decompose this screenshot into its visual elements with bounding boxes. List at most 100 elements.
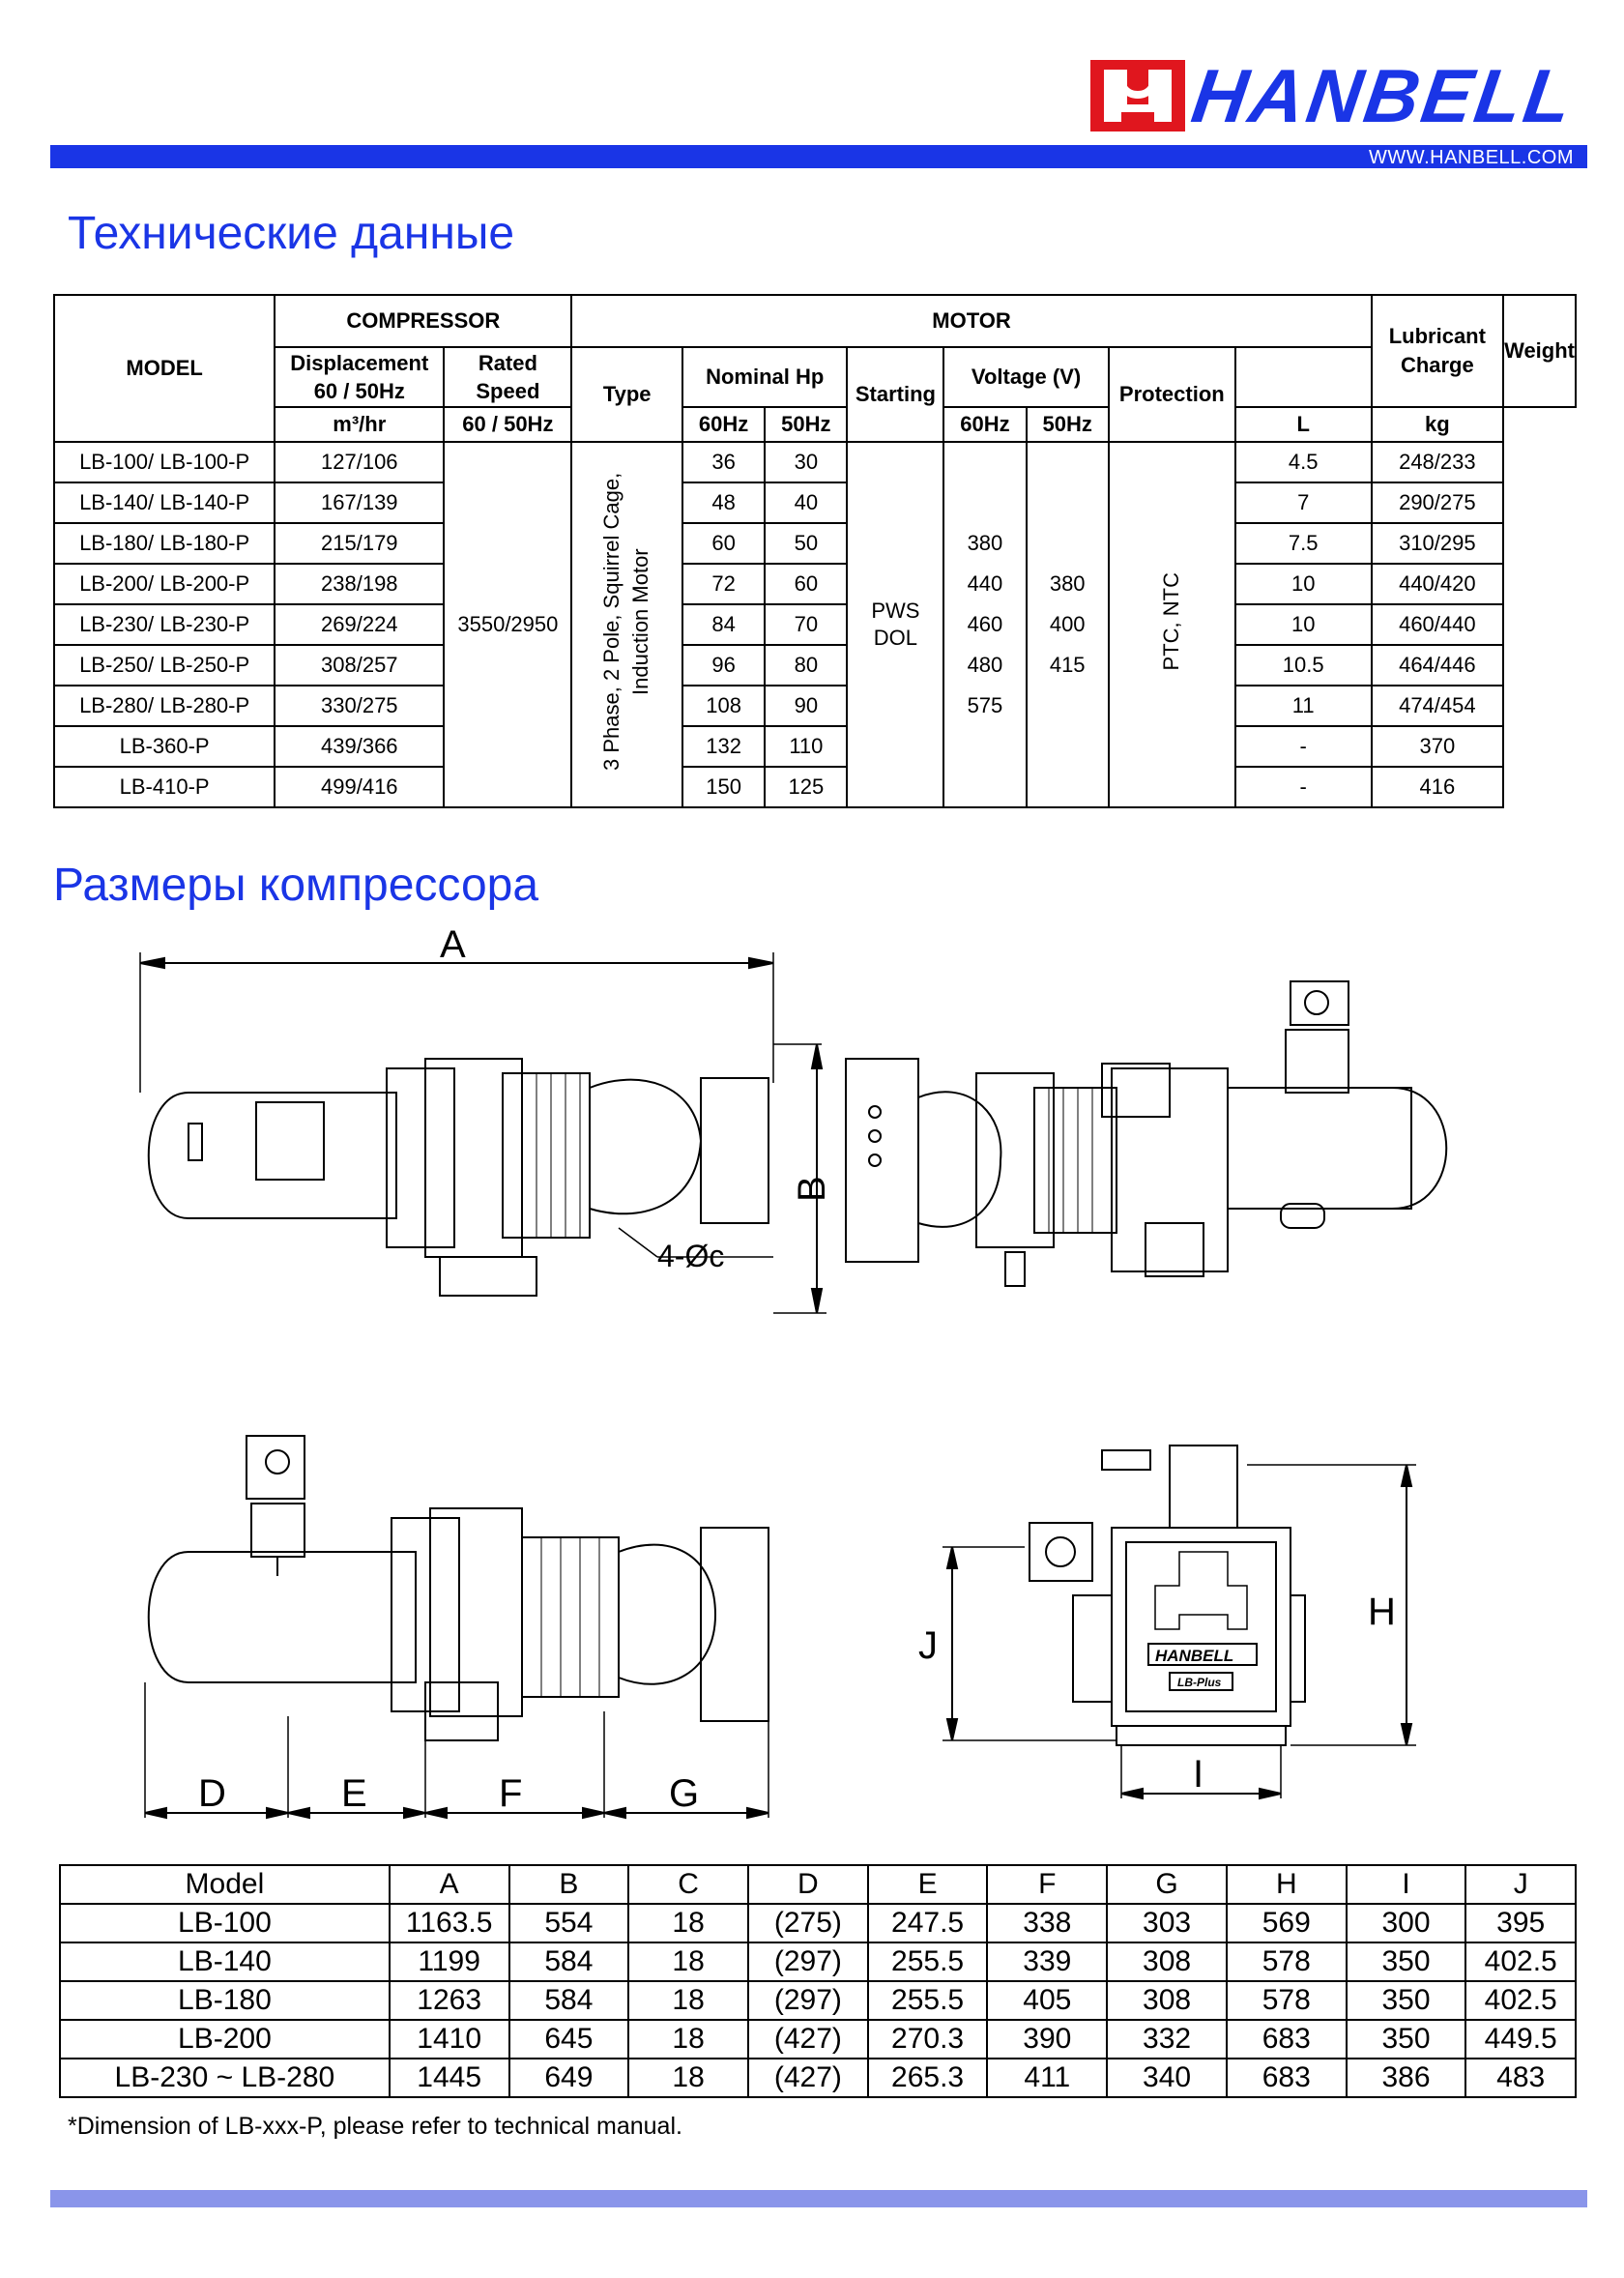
lubricant-cell: 10.5 xyxy=(1233,644,1373,686)
hp-50-cell: 40 xyxy=(764,482,849,524)
protection-cell: PTC, NTC xyxy=(1107,441,1236,808)
dim-label-g: G xyxy=(669,1772,699,1815)
dim-value-cell: 449.5 xyxy=(1464,2019,1577,2059)
dim-header-cell: C xyxy=(627,1864,749,1905)
side-view-drawing xyxy=(139,952,826,1314)
dim-value-cell: 395 xyxy=(1464,1903,1577,1943)
hanbell-logo: HANBELL xyxy=(1090,53,1580,138)
dim-value-cell: 402.5 xyxy=(1464,1942,1577,1982)
dim-header-cell: A xyxy=(388,1864,510,1905)
dim-value-cell: 350 xyxy=(1345,1980,1467,2021)
header-motor: MOTOR xyxy=(570,294,1373,348)
hp-60-cell: 108 xyxy=(681,685,767,727)
dim-value-cell: 350 xyxy=(1345,1942,1467,1982)
weight-cell: 416 xyxy=(1370,766,1505,808)
spec-table: MODEL COMPRESSOR MOTOR Lubricant Charge … xyxy=(52,294,1577,808)
unit-speed: 60 / 50Hz xyxy=(443,406,573,443)
top-accent-bar xyxy=(50,145,1587,168)
end-view-drawing xyxy=(942,1445,1416,1800)
voltage-60-value: 460 xyxy=(967,612,1003,636)
dim-value-cell: 18 xyxy=(627,1980,749,2021)
dim-value-cell: 386 xyxy=(1345,2058,1467,2098)
dim-value-cell: 18 xyxy=(627,1942,749,1982)
dim-value-cell: (275) xyxy=(746,1903,869,1943)
dim-label-i: I xyxy=(1193,1753,1204,1796)
dim-label-b: B xyxy=(791,1176,833,1202)
bottom-accent-bar xyxy=(50,2190,1587,2207)
lubricant-cell: 11 xyxy=(1233,685,1373,727)
voltage-60-value: 440 xyxy=(967,571,1003,596)
displacement-cell: 269/224 xyxy=(274,603,446,646)
unit-hp-50: 50Hz xyxy=(764,406,849,443)
header-type: Type xyxy=(570,346,683,443)
model-cell: LB-230/ LB-230-P xyxy=(52,603,276,646)
dim-value-cell: (427) xyxy=(746,2019,869,2059)
weight-cell: 464/446 xyxy=(1370,644,1505,686)
hanbell-emblem-icon xyxy=(1090,60,1186,131)
displacement-cell: 439/366 xyxy=(274,725,446,768)
footnote: *Dimension of LB-xxx-P, please refer to … xyxy=(68,2113,682,2140)
displacement-cell: 308/257 xyxy=(274,644,446,686)
unit-hp-60: 60Hz xyxy=(681,406,767,443)
dim-value-cell: (297) xyxy=(746,1942,869,1982)
dim-header-cell: B xyxy=(508,1864,630,1905)
displacement-cell: 330/275 xyxy=(274,685,446,727)
voltage-60-value: 575 xyxy=(967,693,1003,717)
hp-60-cell: 60 xyxy=(681,522,767,565)
hp-60-cell: 36 xyxy=(681,441,767,483)
hp-50-cell: 80 xyxy=(764,644,849,686)
dim-value-cell: 303 xyxy=(1106,1903,1228,1943)
dimensions-heading: Размеры компрессора xyxy=(53,860,539,911)
header-starting: Starting xyxy=(846,346,945,443)
header-weight: Weight xyxy=(1502,294,1577,408)
header-displacement: Displacement 60 / 50Hz xyxy=(274,346,446,408)
lubricant-cell: - xyxy=(1233,766,1373,808)
dim-label-a: A xyxy=(440,923,466,966)
specs-heading: Технические данные xyxy=(68,208,515,259)
dim-header-cell: D xyxy=(746,1864,869,1905)
plate-model: LB-Plus xyxy=(1177,1676,1222,1689)
voltage-50-value: 380 xyxy=(1049,571,1086,596)
dim-value-cell: 1199 xyxy=(388,1942,510,1982)
unit-voltage-60: 60Hz xyxy=(942,406,1028,443)
unit-displacement: m³/hr xyxy=(274,406,446,443)
dim-model-cell: LB-200 xyxy=(59,2019,391,2059)
website-url[interactable]: WWW.HANBELL.COM xyxy=(1369,147,1574,168)
motor-type-cell: 3 Phase, 2 Pole, Squirrel Cage, Inductio… xyxy=(570,441,683,808)
dim-model-cell: LB-100 xyxy=(59,1903,391,1943)
unit-voltage-50: 50Hz xyxy=(1025,406,1110,443)
header-compressor: COMPRESSOR xyxy=(274,294,573,348)
header-protection: Protection xyxy=(1107,346,1236,443)
dim-value-cell: (297) xyxy=(746,1980,869,2021)
dim-value-cell: 405 xyxy=(986,1980,1109,2021)
header-model: MODEL xyxy=(52,294,276,443)
dim-value-cell: 255.5 xyxy=(866,1980,989,2021)
displacement-cell: 167/139 xyxy=(274,482,446,524)
model-cell: LB-250/ LB-250-P xyxy=(52,644,276,686)
hp-60-cell: 72 xyxy=(681,563,767,605)
model-cell: LB-180/ LB-180-P xyxy=(52,522,276,565)
model-cell: LB-410-P xyxy=(52,766,276,808)
dim-value-cell: 683 xyxy=(1225,2019,1348,2059)
weight-cell: 460/440 xyxy=(1370,603,1505,646)
dim-header-cell: G xyxy=(1106,1864,1228,1905)
dim-header-cell: F xyxy=(986,1864,1109,1905)
dim-value-cell: 1163.5 xyxy=(388,1903,510,1943)
unit-weight: kg xyxy=(1370,406,1505,443)
weight-cell: 370 xyxy=(1370,725,1505,768)
hp-50-cell: 60 xyxy=(764,563,849,605)
header-lubricant: Lubricant Charge xyxy=(1370,294,1505,408)
dim-value-cell: 402.5 xyxy=(1464,1980,1577,2021)
